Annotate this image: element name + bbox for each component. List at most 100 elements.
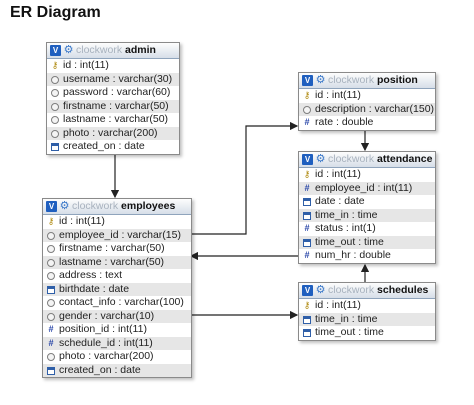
field-row[interactable]: ⚷id : int(11) (43, 215, 191, 229)
field-row[interactable]: #employee_id : int(11) (299, 181, 435, 195)
table-toggle-icon[interactable]: V (302, 285, 313, 296)
field-label: time_out : time (315, 235, 384, 248)
field-label: contact_info : varchar(100) (59, 296, 184, 308)
date-icon (303, 315, 311, 324)
field-list: ⚷id : int(11)employee_id : varchar(15)fi… (43, 215, 191, 377)
field-icon (47, 258, 55, 267)
field-row[interactable]: #status : int(1) (299, 222, 435, 236)
field-row[interactable]: ⚷ id : int(11) (47, 59, 179, 73)
field-row[interactable]: ⚷id : int(11) (299, 89, 435, 103)
table-schedules[interactable]: V ⚙ clockwork schedules ⚷id : int(11)tim… (298, 282, 436, 341)
field-row[interactable]: firstname : varchar(50) (47, 99, 179, 113)
table-header-schedules[interactable]: V ⚙ clockwork schedules (299, 283, 435, 299)
field-list: ⚷id : int(11)#employee_id : int(11)date … (299, 168, 435, 263)
table-toggle-icon[interactable]: V (302, 154, 313, 165)
field-label: birthdate : date (59, 282, 130, 295)
field-label: id : int(11) (63, 59, 109, 71)
table-header-attendance[interactable]: V ⚙ clockwork attendance (299, 152, 435, 168)
table-header-employees[interactable]: V ⚙ clockwork employees (43, 199, 191, 215)
field-label: photo : varchar(200) (59, 350, 154, 362)
field-row[interactable]: password : varchar(60) (47, 86, 179, 100)
table-attendance[interactable]: V ⚙ clockwork attendance ⚷id : int(11)#e… (298, 151, 436, 264)
field-row[interactable]: # num_hr : double (299, 249, 435, 263)
number-icon: # (48, 337, 54, 348)
field-row[interactable]: firstname : varchar(50) (43, 242, 191, 256)
table-toggle-icon[interactable]: V (46, 201, 57, 212)
table-toggle-icon[interactable]: V (50, 45, 61, 56)
field-row[interactable]: contact_info : varchar(100) (43, 296, 191, 310)
gear-icon[interactable]: ⚙ (315, 74, 326, 86)
field-list: ⚷id : int(11)description : varchar(150)#… (299, 89, 435, 130)
field-label: password : varchar(60) (63, 86, 171, 98)
key-icon: ⚷ (51, 60, 59, 70)
field-row[interactable]: gender : varchar(10) (43, 309, 191, 323)
field-row[interactable]: created_on : date (43, 363, 191, 377)
field-row[interactable]: time_in : time (299, 208, 435, 222)
gear-icon[interactable]: ⚙ (315, 153, 326, 165)
table-toggle-icon[interactable]: V (302, 75, 313, 86)
gear-icon[interactable]: ⚙ (315, 284, 326, 296)
field-row[interactable]: #schedule_id : int(11) (43, 336, 191, 350)
key-icon: ⚷ (47, 216, 55, 226)
db-name: clockwork (328, 74, 375, 86)
field-label: lastname : varchar(50) (59, 255, 165, 268)
field-icon (51, 116, 59, 124)
table-name: admin (125, 44, 156, 56)
field-row[interactable]: time_out : time (299, 326, 435, 340)
number-icon: # (304, 250, 310, 260)
field-icon (51, 75, 59, 84)
field-row[interactable]: birthdate : date (43, 282, 191, 296)
field-row[interactable]: time_in : time (299, 312, 435, 326)
field-row[interactable]: description : varchar(150) (299, 102, 435, 116)
field-label: num_hr : double (315, 249, 391, 261)
field-label: rate : double (315, 116, 374, 128)
gear-icon[interactable]: ⚙ (63, 44, 74, 56)
field-row[interactable]: ⚷id : int(11) (299, 299, 435, 313)
table-header-position[interactable]: V ⚙ clockwork position (299, 73, 435, 89)
field-icon (47, 272, 55, 280)
table-admin[interactable]: V ⚙ clockwork admin ⚷ id : int(11)usernam… (46, 42, 180, 155)
date-icon (47, 285, 55, 294)
relation-employees-position (190, 121, 299, 235)
field-label: id : int(11) (315, 168, 361, 180)
field-label: time_in : time (315, 208, 378, 221)
gear-icon[interactable]: ⚙ (59, 200, 70, 212)
field-row[interactable]: employee_id : varchar(15) (43, 228, 191, 242)
table-header-admin[interactable]: V ⚙ clockwork admin (47, 43, 179, 59)
date-icon (303, 238, 311, 247)
field-label: status : int(1) (315, 222, 376, 234)
field-row[interactable]: ⚷id : int(11) (299, 168, 435, 182)
field-row[interactable]: address : text (43, 269, 191, 283)
field-row[interactable]: username : varchar(30) (47, 72, 179, 86)
field-row[interactable]: date : date (299, 195, 435, 209)
field-icon (303, 105, 311, 114)
field-list: ⚷ id : int(11)username : varchar(30)passw… (47, 59, 179, 154)
field-label: created_on : date (59, 363, 141, 376)
field-row[interactable]: created_on : date (47, 140, 179, 154)
field-label: employee_id : int(11) (315, 181, 413, 194)
number-icon: # (304, 117, 310, 127)
date-icon (303, 198, 311, 206)
field-row[interactable]: # rate : double (299, 116, 435, 130)
date-icon (51, 143, 59, 151)
table-employees[interactable]: V ⚙ clockwork employees ⚷id : int(11)emp… (42, 198, 192, 378)
field-row[interactable]: lastname : varchar(50) (43, 255, 191, 269)
field-row[interactable]: time_out : time (299, 235, 435, 249)
field-label: id : int(11) (315, 89, 361, 101)
field-row[interactable]: #position_id : int(11) (43, 323, 191, 337)
table-name: position (377, 74, 418, 86)
field-label: lastname : varchar(50) (63, 113, 169, 125)
field-label: address : text (59, 269, 123, 281)
field-label: id : int(11) (315, 299, 361, 311)
field-icon (51, 102, 59, 111)
date-icon (303, 329, 311, 337)
field-icon (47, 245, 55, 253)
field-label: firstname : varchar(50) (63, 99, 169, 112)
field-label: time_in : time (315, 312, 378, 325)
db-name: clockwork (328, 153, 375, 165)
field-icon (47, 231, 55, 240)
table-position[interactable]: V ⚙ clockwork position ⚷id : int(11)desc… (298, 72, 436, 131)
field-row[interactable]: photo : varchar(200) (43, 350, 191, 364)
field-row[interactable]: lastname : varchar(50) (47, 113, 179, 127)
field-row[interactable]: photo : varchar(200) (47, 126, 179, 140)
